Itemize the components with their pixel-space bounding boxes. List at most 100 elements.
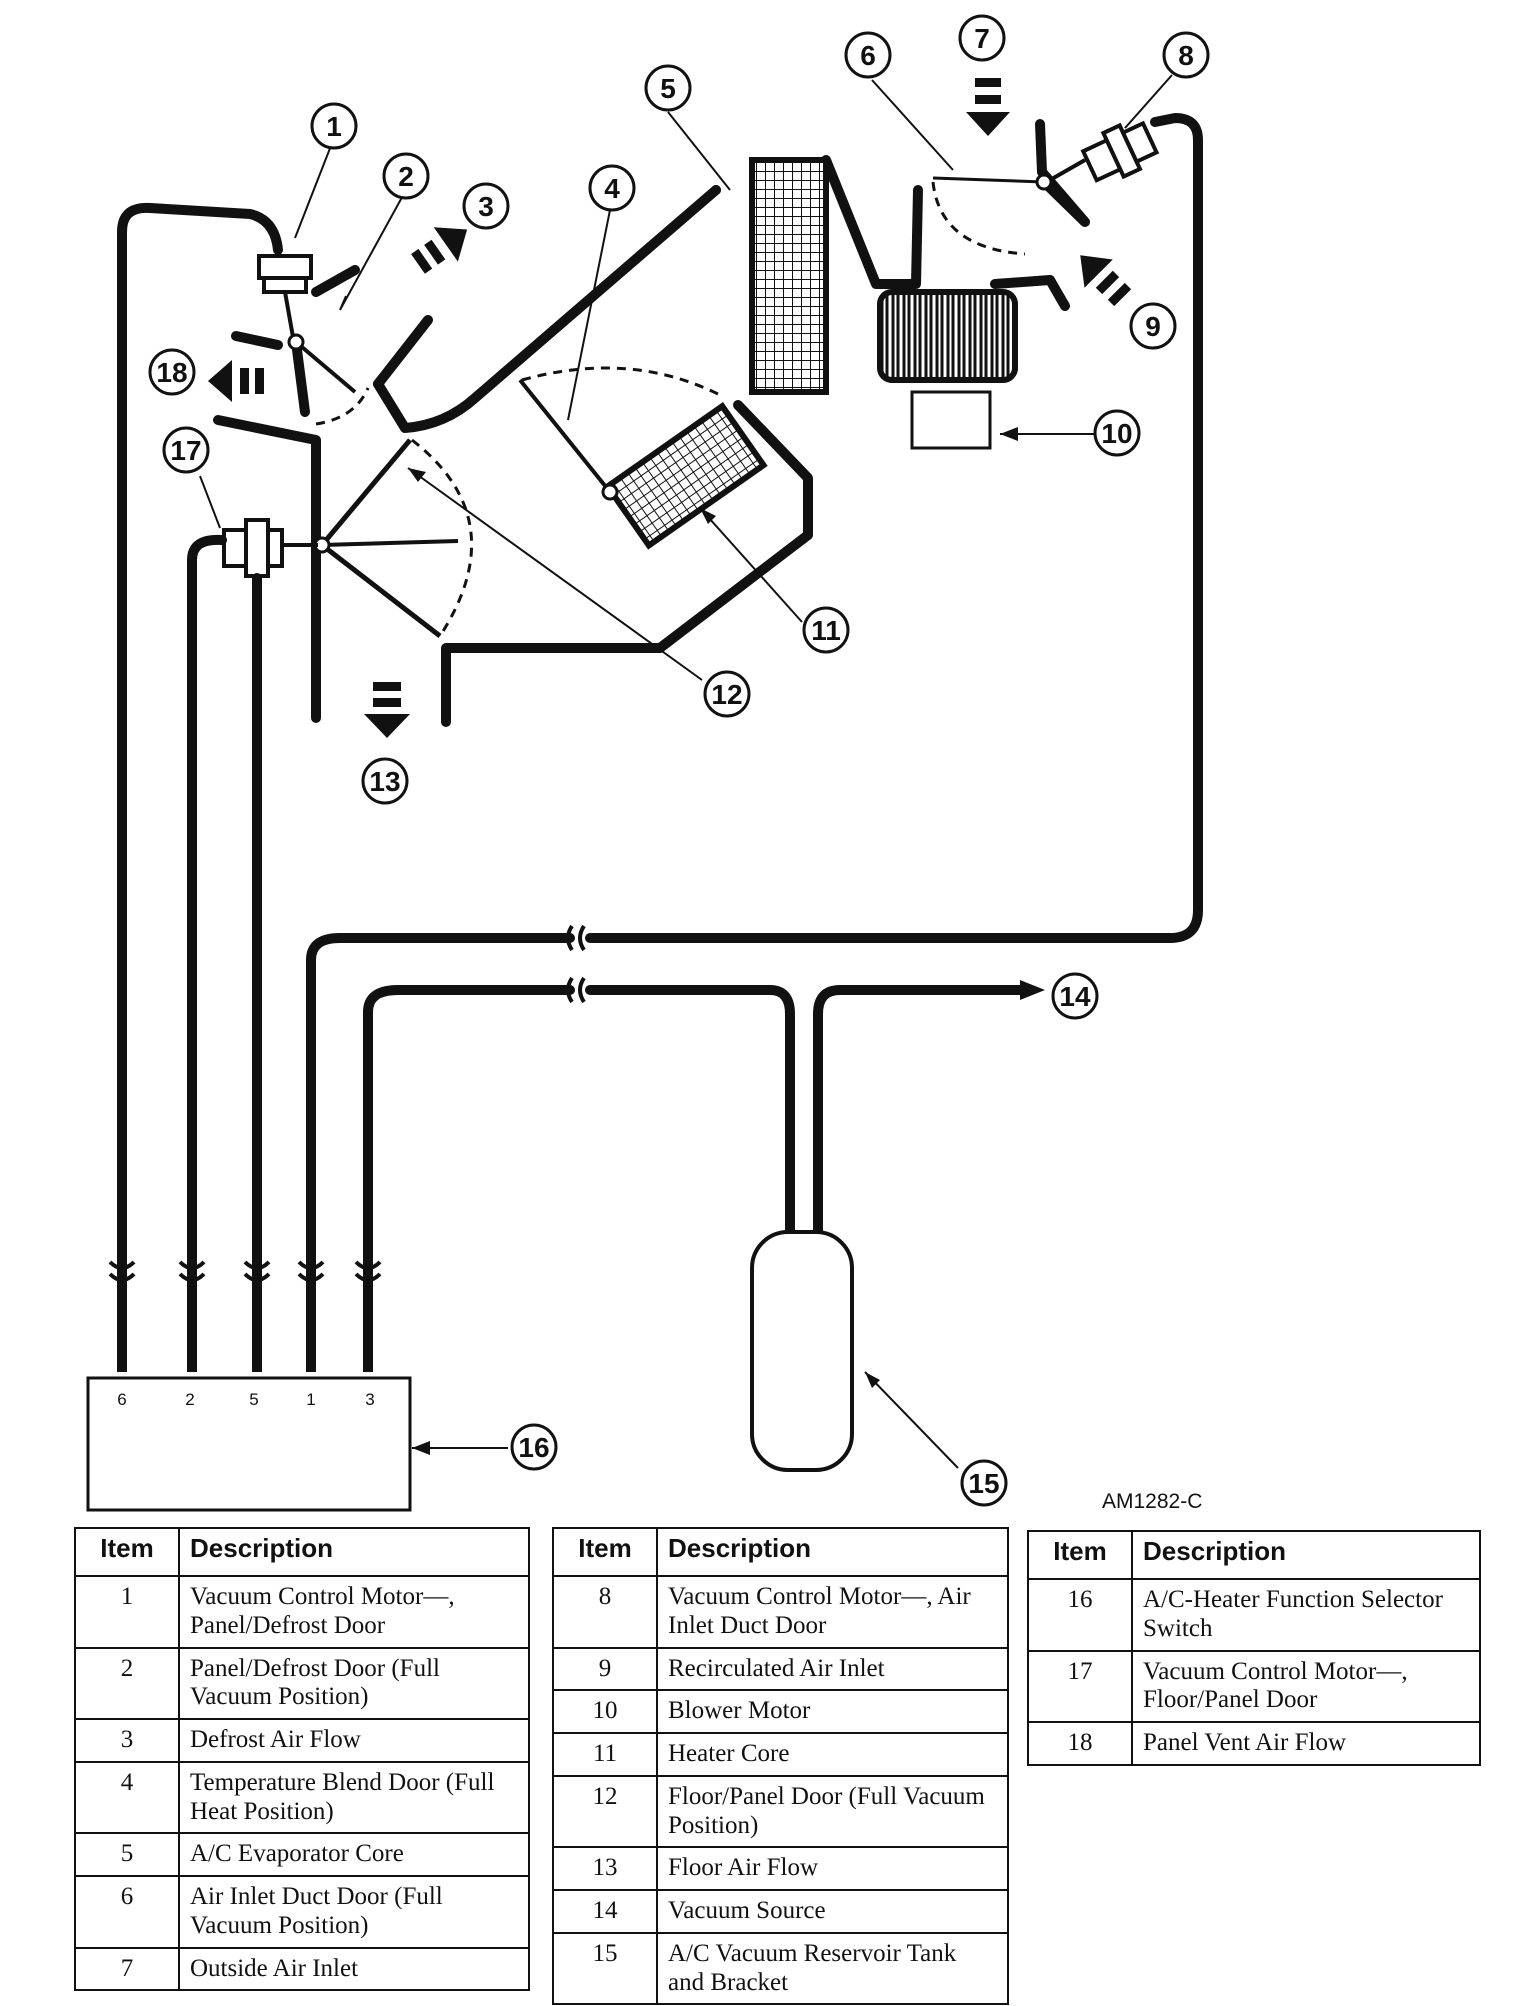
legend-item-description: A/C Evaporator Core: [178, 1832, 530, 1877]
legend-item-description: A/C Vacuum Reservoir Tank and Bracket: [656, 1931, 1009, 2006]
callout-16: 16: [510, 1423, 558, 1471]
floor-panel-door: [313, 438, 474, 638]
callout-number: 3: [478, 191, 494, 222]
legend-item-description: Panel Vent Air Flow: [1131, 1721, 1481, 1766]
description-column-header: Description: [1131, 1530, 1481, 1580]
callout-number: 8: [1178, 40, 1194, 71]
legend-item-number: 11: [552, 1732, 658, 1777]
airflow-arrows: [208, 78, 1132, 738]
legend-item-number: 5: [74, 1832, 180, 1877]
callout-7: 7: [958, 14, 1006, 62]
callout-number: 1: [326, 111, 342, 142]
callout-circle: [162, 426, 210, 474]
item-column-header: Item: [552, 1527, 658, 1577]
callout-circle: [361, 757, 409, 805]
legend-item-description: Floor/Panel Door (Full Vacuum Position): [656, 1774, 1009, 1849]
legend-item-description: Floor Air Flow: [656, 1846, 1009, 1891]
legend-item-description: Air Inlet Duct Door (Full Vacuum Positio…: [178, 1875, 530, 1949]
callout-circle: [844, 31, 892, 79]
legend-item-number: 3: [74, 1718, 180, 1763]
callout-circle: [1162, 31, 1210, 79]
callout-12: 12: [703, 670, 751, 718]
callout-2: 2: [382, 152, 430, 200]
evaporator-core: [749, 157, 829, 395]
callout-circle: [802, 606, 850, 654]
callout-number: 4: [604, 173, 620, 204]
legend-item-description: Vacuum Control Motor—, Air Inlet Duct Do…: [656, 1575, 1009, 1649]
legend-item-number: 18: [1027, 1721, 1133, 1766]
legend-item-description: Recirculated Air Inlet: [656, 1646, 1009, 1692]
legend-item-description: Heater Core: [656, 1732, 1009, 1777]
switch-hose-stubs: [117, 1290, 373, 1372]
function-selector-switch: [86, 1376, 412, 1512]
callout-6: 6: [844, 31, 892, 79]
callout-number: 10: [1101, 418, 1132, 449]
blower-wheel: [877, 289, 1018, 383]
callout-number: 9: [1145, 311, 1161, 342]
switch-pin-label: 1: [306, 1390, 315, 1409]
temperature-blend-door: [518, 366, 721, 501]
callout-1: 1: [310, 102, 358, 150]
air-inlet-duct-door: [931, 173, 1089, 256]
legend-item-number: 13: [552, 1846, 658, 1891]
callout-number: 16: [518, 1432, 549, 1463]
panel-defrost-door: [287, 333, 370, 426]
leader-lines: [199, 74, 1173, 1469]
callout-number: 14: [1059, 981, 1091, 1012]
legend-item-number: 10: [552, 1689, 658, 1734]
legend-item-description: Vacuum Control Motor—, Panel/Defrost Doo…: [178, 1575, 530, 1649]
callout-15: 15: [960, 1459, 1008, 1507]
legend-item-description: Blower Motor: [656, 1689, 1009, 1734]
callout-number: 15: [968, 1468, 999, 1499]
vacuum-motor-panel-defrost: [257, 254, 313, 338]
callout-circle: [148, 348, 196, 396]
callout-circle: [462, 182, 510, 230]
vacuum-source-arrow: [1020, 980, 1045, 1000]
vacuum-reservoir-tank: [750, 1230, 854, 1472]
callout-18: 18: [148, 348, 196, 396]
legend-item-number: 8: [552, 1575, 658, 1649]
vacuum-motor-air-inlet: [1049, 120, 1160, 183]
callout-13: 13: [361, 757, 409, 805]
legend-item-number: 6: [74, 1875, 180, 1949]
figure-reference: AM1282-C: [1102, 1490, 1202, 1513]
legend-item-number: 12: [552, 1774, 658, 1849]
callout-8: 8: [1162, 31, 1210, 79]
legend-item-description: A/C-Heater Function Selector Switch: [1131, 1578, 1481, 1652]
vacuum-hoses: [117, 113, 1203, 1295]
blower-motor: [910, 390, 992, 450]
callout-9: 9: [1129, 302, 1177, 350]
switch-pin-label: 5: [249, 1390, 258, 1409]
callout-10: 10: [1093, 409, 1141, 457]
item-column-header: Item: [74, 1527, 180, 1577]
duct-walls: [213, 119, 1090, 727]
callout-circle: [703, 670, 751, 718]
legend-item-number: 9: [552, 1646, 658, 1692]
switch-pin-label: 3: [365, 1390, 374, 1409]
callout-number: 7: [974, 23, 990, 54]
callout-number: 11: [811, 615, 841, 646]
vacuum-motor-floor-panel: [222, 518, 318, 578]
legend-item-description: Outside Air Inlet: [178, 1946, 530, 1992]
switch-pin-label: 2: [185, 1390, 194, 1409]
callout-number: 2: [398, 161, 414, 192]
legend-item-number: 4: [74, 1760, 180, 1835]
callout-circle: [958, 14, 1006, 62]
legend-item-number: 7: [74, 1946, 180, 1992]
